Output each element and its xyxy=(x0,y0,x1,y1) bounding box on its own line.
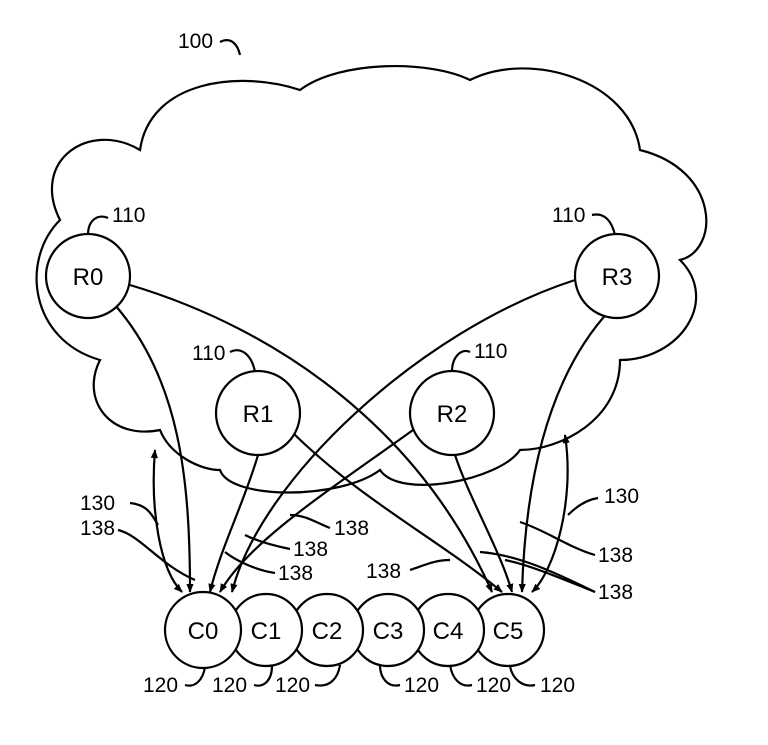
client-c3-label: C3 xyxy=(373,618,404,645)
link-138-b-label: 138 xyxy=(293,538,328,561)
client-c0-label: C0 xyxy=(188,618,219,645)
path-r1-c0 xyxy=(208,454,260,593)
client-c2-label: C2 xyxy=(312,618,343,645)
router-r2: 110 R2 xyxy=(408,340,507,457)
router-r0-leader xyxy=(86,215,109,236)
link-138-b-leader xyxy=(244,534,291,551)
router-r2-circle xyxy=(408,369,496,457)
router-r3-circle xyxy=(573,232,661,320)
client-refs: 120 120 120 120 120 120 xyxy=(143,664,575,697)
router-r1-leader xyxy=(229,349,257,373)
connections xyxy=(114,278,611,593)
path-r3-c0 xyxy=(230,278,576,593)
link-138-g-leader xyxy=(504,558,596,594)
path-r1-c5 xyxy=(289,429,503,593)
link-138-c-label: 138 xyxy=(278,562,313,585)
router-r2-leader xyxy=(450,349,471,373)
link-138-left-label: 138 xyxy=(80,517,115,540)
client-c4-label: C4 xyxy=(433,618,464,645)
client-c4-leader xyxy=(448,664,473,687)
network-ref-leader xyxy=(219,39,242,56)
path-r2-c5 xyxy=(453,454,514,593)
client-c5-label: C5 xyxy=(493,618,524,645)
link-130-left-label: 130 xyxy=(80,492,115,515)
link-c0-cloud xyxy=(150,449,183,593)
link-138-a-label: 138 xyxy=(334,517,369,540)
router-r0-circle xyxy=(44,232,132,320)
router-r3-ref: 110 xyxy=(552,204,585,227)
client-c0-circle xyxy=(163,590,243,670)
router-r3-label: R3 xyxy=(602,264,633,291)
router-r0: 110 R0 xyxy=(44,204,145,320)
client-c2-ref: 120 xyxy=(275,674,310,697)
client-c1-ref: 120 xyxy=(212,674,247,697)
path-r0-c5 xyxy=(129,283,494,593)
link-138-d-leader xyxy=(409,558,451,572)
link-138-left-leader xyxy=(117,528,196,582)
client-c1-label: C1 xyxy=(251,618,282,645)
client-c0-leader xyxy=(184,666,207,687)
router-r0-ref: 110 xyxy=(112,204,145,227)
path-r2-c0 xyxy=(219,424,421,593)
link-138-c-leader xyxy=(224,551,276,575)
router-r1-ref: 110 xyxy=(192,342,225,365)
link-c5-cloud xyxy=(531,434,570,593)
link-refs: 130 138 130 138 138 138 138 138 138 xyxy=(80,485,639,604)
client-c1-leader xyxy=(253,665,274,687)
client-c2-leader xyxy=(314,664,342,687)
client-c0-ref: 120 xyxy=(143,674,178,697)
link-130-left-leader xyxy=(129,501,159,526)
network-cloud xyxy=(35,64,708,494)
router-r3: 110 R3 xyxy=(552,204,661,320)
client-c5-ref: 120 xyxy=(540,674,575,697)
client-c4-ref: 120 xyxy=(476,674,511,697)
router-r3-leader xyxy=(591,213,617,236)
link-130-right-label: 130 xyxy=(604,485,639,508)
router-r2-label: R2 xyxy=(437,401,468,428)
router-r1: 110 R1 xyxy=(192,342,302,457)
router-r2-ref: 110 xyxy=(474,340,507,363)
router-r0-label: R0 xyxy=(73,264,104,291)
client-c3: C3 xyxy=(350,592,426,668)
path-r0-c0 xyxy=(114,304,194,593)
client-c4: C4 xyxy=(410,592,486,668)
client-c5-leader xyxy=(508,665,536,687)
link-138-e-leader xyxy=(519,520,596,557)
link-138-e-label: 138 xyxy=(598,544,633,567)
client-c3-ref: 120 xyxy=(404,674,439,697)
link-138-a-leader xyxy=(289,513,331,530)
client-c0: C0 xyxy=(163,590,243,670)
router-r1-label: R1 xyxy=(243,401,274,428)
router-r1-circle xyxy=(214,369,302,457)
network-ref-label: 100 xyxy=(178,30,213,53)
link-130-right-leader xyxy=(567,496,599,516)
link-138-d-label: 138 xyxy=(366,560,401,583)
client-c3-leader xyxy=(378,664,401,687)
clients: C5 C4 C3 C2 C1 C0 xyxy=(163,590,546,670)
link-138-f-label: 138 xyxy=(598,581,633,604)
